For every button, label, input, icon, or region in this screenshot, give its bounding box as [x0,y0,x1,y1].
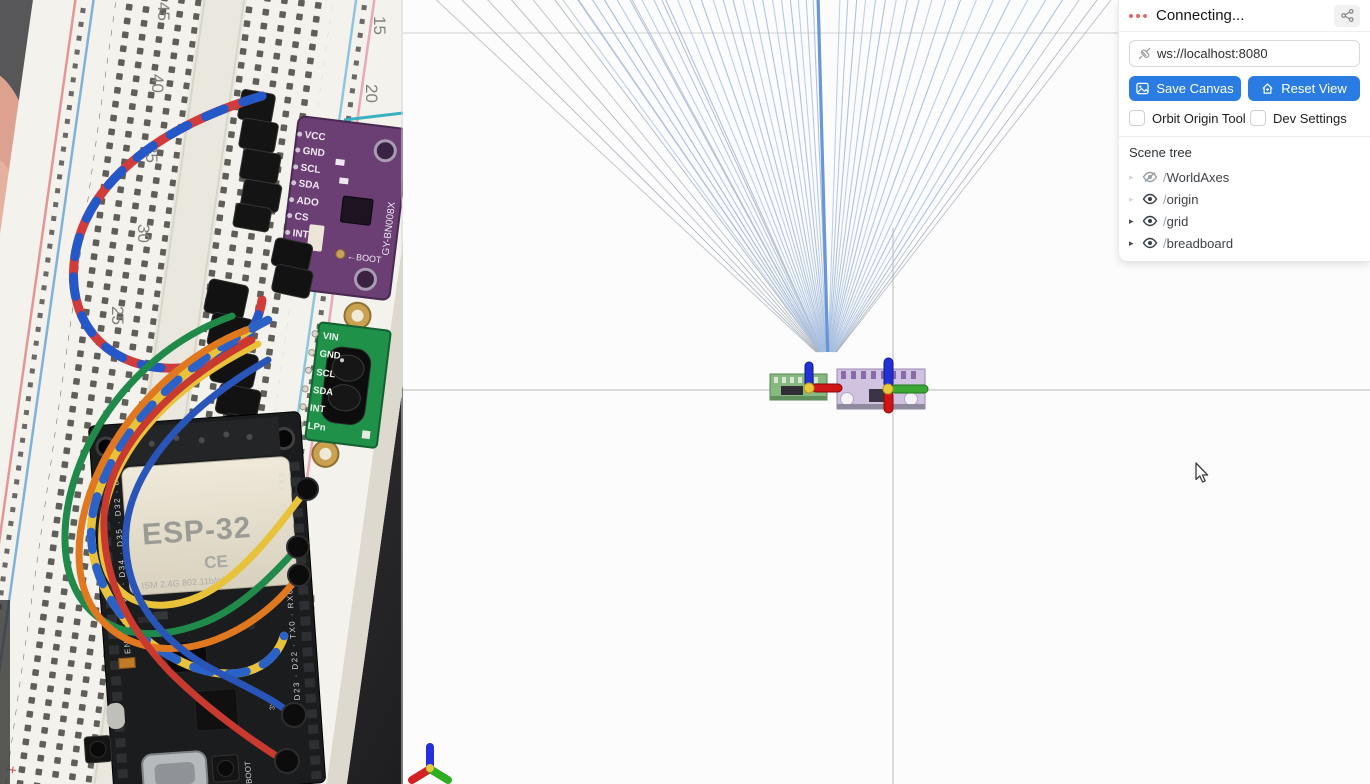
svg-text:VCC: VCC [304,130,326,143]
svg-text:SCL: SCL [300,163,321,176]
caret-icon[interactable]: ▸ [1129,171,1134,182]
svg-text:SDA: SDA [298,178,320,191]
breadboard-photo: 15 20 25 30 35 40 45 50 55 60 + [0,0,403,784]
save-canvas-label: Save Canvas [1156,81,1234,96]
svg-text:30: 30 [134,224,153,243]
checkbox-box[interactable] [1129,110,1145,126]
scene-purple-board[interactable] [836,368,926,410]
control-panel: Connecting... ws://localhost:8080 [1118,0,1370,262]
svg-text:15: 15 [370,16,389,35]
breadboard-photo-graphic: 15 20 25 30 35 40 45 50 55 60 + [0,0,403,784]
scene-tree-title: Scene tree [1129,145,1192,160]
svg-text:LPn: LPn [307,421,326,434]
caret-icon[interactable]: ▸ [1129,193,1134,204]
svg-text:CS: CS [294,211,309,224]
status-dots-icon [1129,13,1147,18]
caret-icon[interactable]: ▸ [1129,215,1134,226]
tree-item-origin[interactable]: ▸ /origin [1129,191,1199,207]
orbit-origin-tool-checkbox[interactable]: Orbit Origin Tool [1129,110,1250,126]
gizmo-green-board[interactable] [803,361,843,394]
gizmo-purple-board[interactable] [882,357,929,414]
svg-text:INT: INT [292,228,309,241]
eye-icon[interactable] [1142,193,1158,205]
lidar-rays [435,0,1112,353]
svg-text:GND: GND [319,348,341,362]
esp32-boot-label: BOOT [243,761,254,784]
checkbox-box[interactable] [1250,110,1266,126]
teal-wire [343,111,403,122]
tree-item-worldaxes[interactable]: ▸ /WorldAxes [1129,169,1230,185]
svg-text:INT: INT [309,403,326,416]
save-canvas-button[interactable]: Save Canvas [1129,76,1241,101]
svg-text:GND: GND [302,146,325,160]
websocket-url-value: ws://localhost:8080 [1157,46,1268,61]
reset-view-button[interactable]: Reset View [1248,76,1360,101]
svg-text:SCL: SCL [316,367,336,380]
svg-text:VIN: VIN [322,331,339,344]
svg-text:40: 40 [148,74,167,93]
image-icon [1136,82,1150,95]
rail-plus-mark: + [8,761,18,778]
esp32-ce-mark: CE [204,552,229,573]
esp32-title: ESP-32 [141,511,252,552]
jumper-wires [61,91,309,766]
eye-icon[interactable] [1142,215,1158,227]
share-icon [1340,9,1354,22]
connection-status: Connecting... [1156,7,1245,24]
dev-settings-label: Dev Settings [1273,110,1347,126]
imu-boot-label: ←BOOT [347,251,383,265]
reset-view-label: Reset View [1281,81,1347,96]
panel-divider [1119,136,1370,137]
dupont-plugs-right [274,477,319,774]
svg-text:ADO: ADO [296,195,320,209]
panel-buttons: Save Canvas Reset View [1129,76,1360,101]
websocket-url-input[interactable]: ws://localhost:8080 [1129,40,1360,67]
panel-header: Connecting... [1119,0,1370,32]
orbit-origin-tool-label: Orbit Origin Tool [1152,110,1246,126]
share-button[interactable] [1334,4,1360,27]
tree-item-grid[interactable]: ▸ /grid [1129,213,1189,229]
eye-icon[interactable] [1142,237,1158,249]
svg-text:SDA: SDA [312,385,333,398]
tof-board: VIN GND SCL SDA INT LPn [296,301,392,468]
scene-tree: Scene tree ▸ /WorldAxes ▸ /origin [1119,137,1370,264]
caret-icon[interactable]: ▸ [1129,237,1134,248]
mouse-cursor [1195,462,1209,483]
tof-pin-labels: VIN GND SCL SDA INT LPn [307,331,341,434]
home-icon [1262,83,1273,94]
dev-settings-checkbox[interactable]: Dev Settings [1250,110,1347,126]
eye-off-icon[interactable] [1142,171,1158,183]
tree-item-breadboard[interactable]: ▸ /breadboard [1129,235,1234,251]
dupont-cluster-top [232,89,283,233]
svg-text:20: 20 [362,84,381,103]
world-axes-gizmo [408,743,452,784]
svg-text:45: 45 [154,2,173,21]
panel-toggles: Orbit Origin Tool Dev Settings [1129,110,1360,126]
scene-green-board[interactable] [769,373,828,401]
svg-text:25: 25 [108,306,127,325]
plug-icon [1138,47,1151,60]
